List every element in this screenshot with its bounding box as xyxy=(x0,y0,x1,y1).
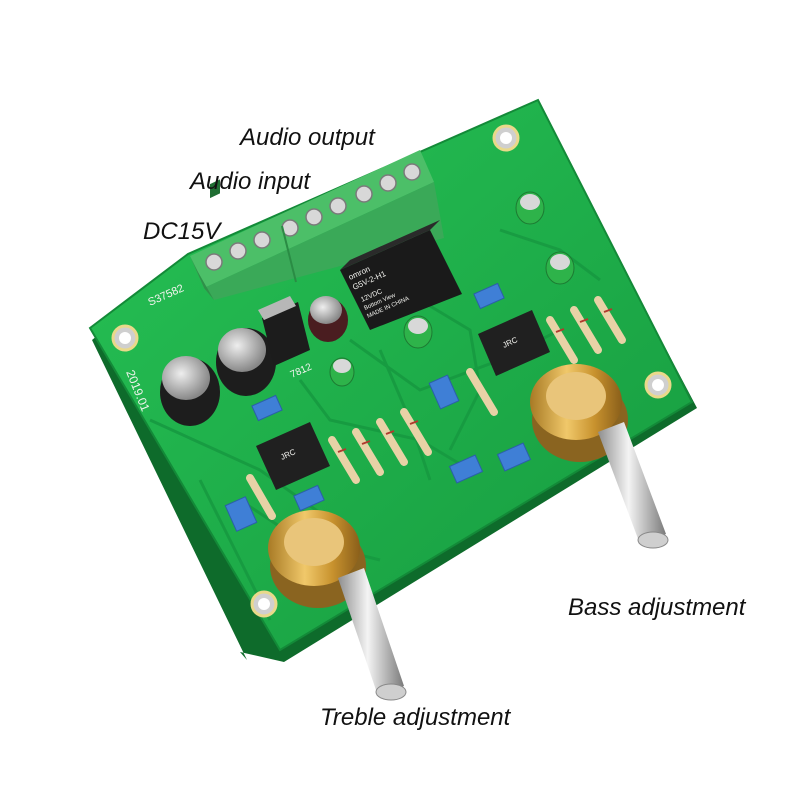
opamp-chips: JRC JRC xyxy=(256,310,550,490)
small-capacitors xyxy=(329,191,575,387)
electrolytic-capacitors xyxy=(160,296,348,426)
audio-input-label: Audio input xyxy=(190,168,311,195)
treble-potentiometer xyxy=(268,510,407,701)
bass-adjustment-label: Bass adjustment xyxy=(568,594,746,621)
audio-output-label: Audio output xyxy=(240,124,375,151)
voltage-regulator xyxy=(258,296,310,366)
dc-power-label: DC15V xyxy=(143,218,221,245)
resistors xyxy=(246,296,626,520)
relay: omron G5V-2-H1 12VDC Bottom View MADE IN… xyxy=(340,220,462,330)
mounting-holes xyxy=(111,124,672,618)
bass-potentiometer xyxy=(530,364,669,549)
terminal-block xyxy=(190,150,444,300)
treble-adjustment-label: Treble adjustment xyxy=(320,704,511,731)
film-capacitors xyxy=(224,282,532,532)
